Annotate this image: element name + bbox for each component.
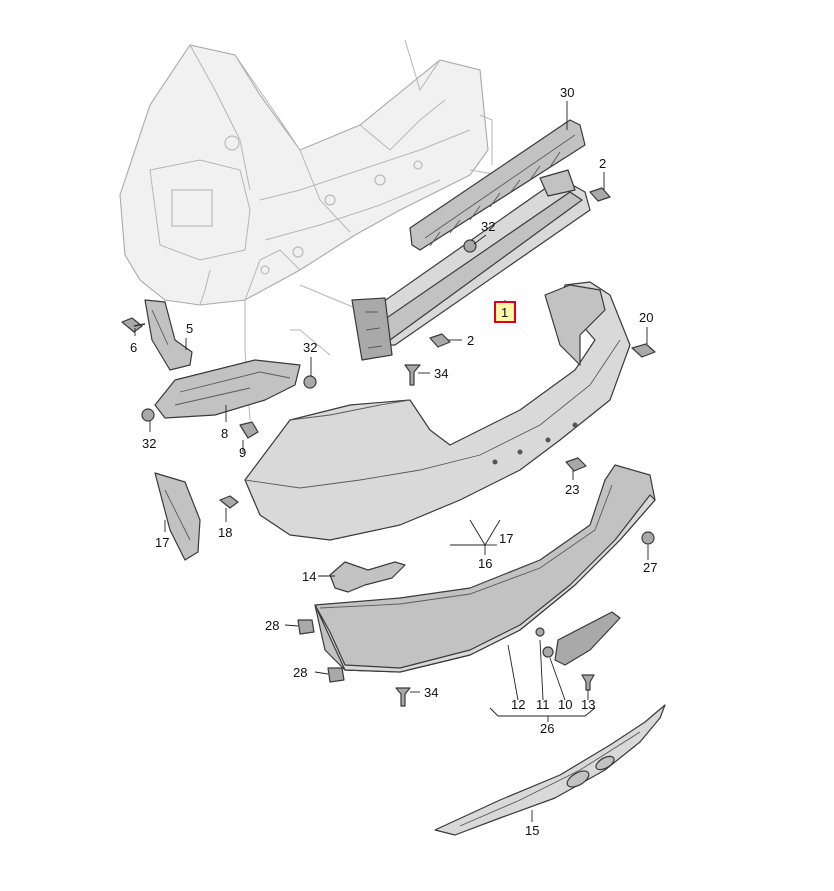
part-28-clip-upper <box>297 619 315 635</box>
highlight-box <box>494 301 516 323</box>
callout-20: 20 <box>639 310 653 325</box>
callout-28-lower: 28 <box>293 665 307 680</box>
callout-17-right: 17 <box>499 531 513 546</box>
callout-26: 26 <box>540 721 554 736</box>
callout-34-upper: 34 <box>434 366 448 381</box>
part-20-bolt <box>631 343 656 358</box>
callout-28-upper: 28 <box>265 618 279 633</box>
callout-labels: 30 2 32 1 2 5 6 32 20 34 32 8 9 23 17 18… <box>130 85 657 838</box>
part-9-clip <box>239 421 259 439</box>
callout-18: 18 <box>218 525 232 540</box>
part-16-bumper-cover <box>244 281 631 541</box>
part-14-bracket <box>329 561 406 593</box>
car-body-outline <box>119 39 493 306</box>
part-34-screw-upper <box>404 364 421 386</box>
callout-1: 1 <box>501 305 508 320</box>
part-32-nut-left <box>141 375 317 422</box>
callout-27: 27 <box>643 560 657 575</box>
callout-23: 23 <box>565 482 579 497</box>
callout-30: 30 <box>560 85 574 100</box>
part-32-nut-upper <box>463 239 477 253</box>
part-2-bolt-lower <box>429 333 451 348</box>
callout-10: 10 <box>558 697 572 712</box>
parts-11-13-small-items <box>535 627 595 691</box>
callout-13: 13 <box>581 697 595 712</box>
part-26-lower-trim <box>314 464 656 673</box>
callout-8: 8 <box>221 426 228 441</box>
part-8-bumper-mount <box>154 359 301 419</box>
callout-6: 6 <box>130 340 137 355</box>
callout-11: 11 <box>536 697 550 712</box>
callout-15: 15 <box>525 823 539 838</box>
part-28-clip-lower <box>327 667 345 683</box>
callout-5: 5 <box>186 321 193 336</box>
callout-9: 9 <box>239 445 246 460</box>
part-2-bolt-upper <box>589 187 611 202</box>
callout-2-upper: 2 <box>599 156 606 171</box>
callout-2-lower: 2 <box>467 333 474 348</box>
callout-34-lower: 34 <box>424 685 438 700</box>
part-15-diffuser <box>434 704 666 836</box>
callout-17-left: 17 <box>155 535 169 550</box>
part-1-bumper-beam <box>351 169 591 361</box>
part-6-bolt <box>121 317 146 333</box>
part-30-absorber-bracket <box>409 119 586 251</box>
callout-14: 14 <box>302 569 316 584</box>
part-34-screw-lower <box>395 687 411 707</box>
callout-12: 12 <box>511 697 525 712</box>
part-18-bolt <box>219 495 239 509</box>
callout-32-middle: 32 <box>303 340 317 355</box>
part-17-side-cover <box>154 472 201 561</box>
callout-16: 16 <box>478 556 492 571</box>
callout-32-left: 32 <box>142 436 156 451</box>
callout-32-upper: 32 <box>481 219 495 234</box>
leader-lines <box>134 101 649 822</box>
part-5-side-bracket <box>144 299 193 371</box>
part-23-bolt <box>565 457 587 472</box>
